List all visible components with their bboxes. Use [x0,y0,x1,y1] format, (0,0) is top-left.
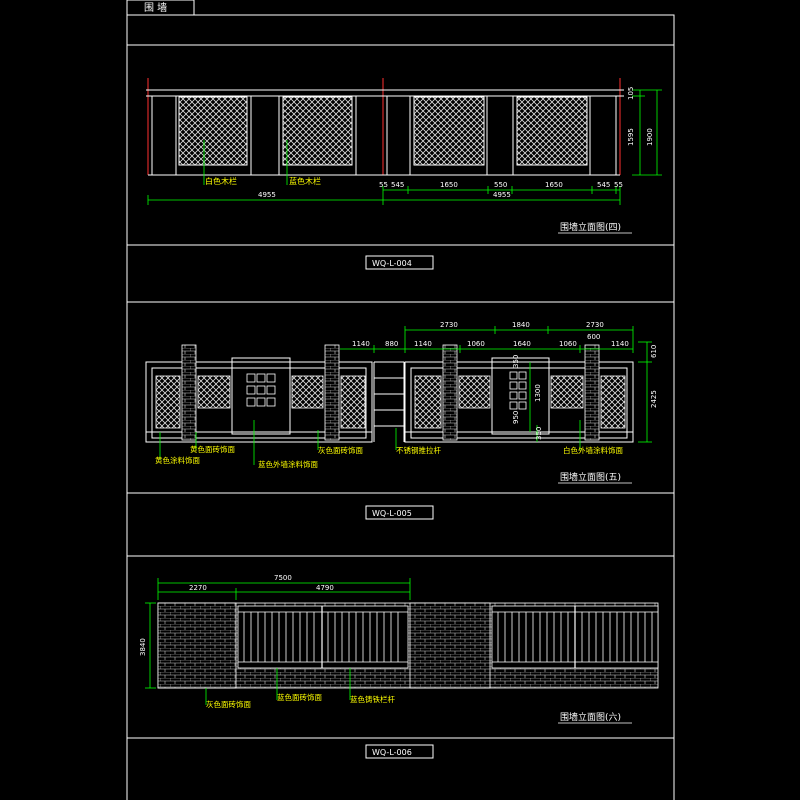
dim-4-side-1: 105 [627,87,635,100]
code-box-5: WQ-L-005 [365,505,434,520]
dim-5-mid-1640: 1640 [513,340,531,348]
code-box-4: WQ-L-004 [365,255,434,270]
dim-4-total-left: 4955 [258,191,276,199]
dim-5-mid-1140b: 1140 [414,340,432,348]
dim-6-side-3840: 3840 [139,638,147,656]
dim-5-top-1840: 1840 [512,321,530,329]
dim-5-mid-600: 600 [587,333,600,341]
dim-4-total-right: 4955 [493,191,511,199]
elevation-5-title: 围墙立面图(五) [560,471,621,483]
dim-6-2270: 2270 [189,584,207,592]
dim-5-mid-1060a: 1060 [467,340,485,348]
railing-left [237,605,409,669]
label-blue-tile-finish: 蓝色面砖饰面 [277,692,322,702]
title-tab: 围 墙 [126,0,195,16]
dim-5-mid-1140a: 1140 [352,340,370,348]
dim-5-side-2425: 2425 [650,390,658,408]
dim-5-side-950: 950 [512,411,520,424]
label-white-wood-rail: 白色木栏 [205,176,237,186]
label-gray-tile-finish-6: 灰色面砖饰面 [206,699,251,709]
dim-4-top-5: 1650 [545,181,563,189]
label-yellow-tile-finish: 黄色面砖饰面 [190,444,235,454]
sheet-tab-title: 围 墙 [144,1,167,14]
dim-5-side-1300: 1300 [534,384,542,402]
dim-5-top-2730a: 2730 [440,321,458,329]
dim-5-mid-1140c: 1140 [611,340,629,348]
elevation-6-drawing: 7500 2270 4790 3840 灰色面砖饰面 蓝色面砖饰面 蓝色铸铁栏杆… [139,574,659,724]
dim-5-mid-880: 880 [385,340,398,348]
drawing-code-6: WQ-L-006 [372,748,412,757]
label-stainless-push-bar: 不锈钢推拉杆 [396,445,441,455]
dim-6-4790: 4790 [316,584,334,592]
dim-4-top-6: 545 [597,181,610,189]
dim-4-side-3: 1900 [646,128,654,146]
label-yellow-paint-finish: 黄色涂料饰面 [155,455,200,465]
label-gray-tile-finish: 灰色面砖饰面 [318,445,363,455]
railing-right [491,605,659,669]
dim-4-top-4: 550 [494,181,507,189]
dim-4-top-1: 55 [379,181,388,189]
label-blue-exterior-paint: 蓝色外墙涂料饰面 [258,459,318,469]
dim-5-mid-1060b: 1060 [559,340,577,348]
dim-5-side-610: 610 [650,345,658,358]
dim-5-top-2730b: 2730 [586,321,604,329]
label-blue-wood-rail: 蓝色木栏 [289,176,321,186]
label-white-exterior-paint: 白色外墙涂料饰面 [563,445,623,455]
dim-4-top-3: 1650 [440,181,458,189]
dim-5-side-350b: 350 [535,427,543,440]
elevation-4-drawing: 白色木栏 蓝色木栏 55 545 1650 550 1650 [146,78,662,234]
sheet-frame [126,14,675,800]
code-box-6: WQ-L-006 [365,744,434,759]
label-blue-cast-iron-railing: 蓝色铸铁栏杆 [350,694,395,704]
dim-4-side-2: 1595 [627,128,635,146]
dim-4-top-7: 55 [614,181,623,189]
drawing-code-4: WQ-L-004 [372,259,412,268]
dim-5-side-350a: 350 [512,355,520,368]
elevation-4-title: 围墙立面图(四) [560,221,621,233]
elevation-6-title: 围墙立面图(六) [560,711,621,723]
elevation-5-drawing: 2730 1840 2730 1140 880 1140 1060 1640 1… [145,321,658,484]
dim-6-total-7500: 7500 [274,574,292,582]
dim-4-top-2: 545 [391,181,404,189]
drawing-code-5: WQ-L-005 [372,509,412,518]
